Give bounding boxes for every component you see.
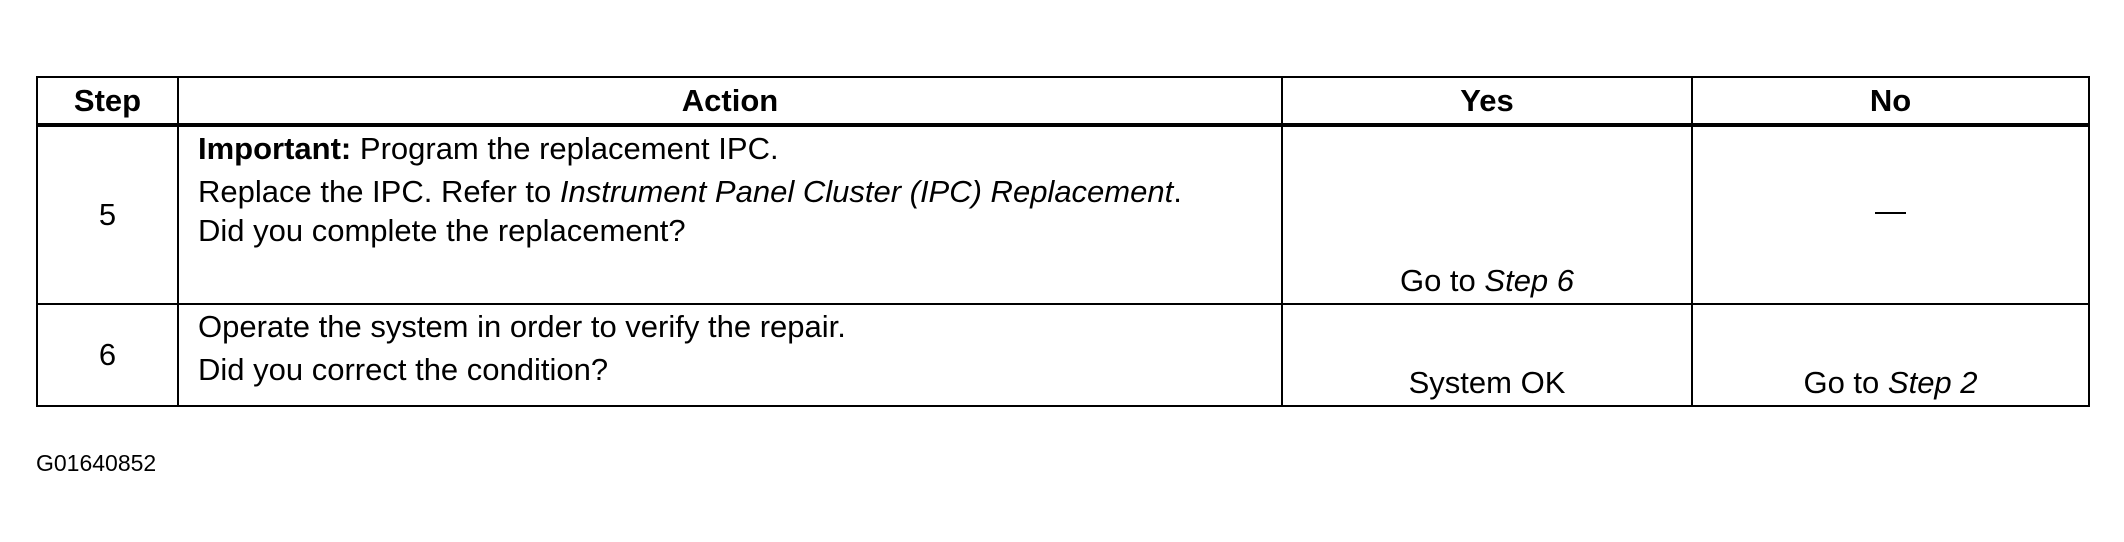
- question-text: Did you complete the replacement?: [198, 213, 686, 248]
- no-cell: —: [1691, 124, 2090, 305]
- no-prefix: Go to: [1803, 365, 1880, 400]
- figure-id: G01640852: [36, 450, 157, 476]
- header-action: Action: [177, 76, 1283, 127]
- important-label: Important:: [198, 131, 352, 166]
- question-text: Did you correct the condition?: [198, 352, 609, 387]
- instruction-prefix: Replace the IPC. Refer to: [198, 174, 552, 209]
- table-row-step-5: 5 Important: Program the replacement IPC…: [36, 124, 2090, 305]
- yes-cell: Go to Step 6: [1281, 124, 1693, 305]
- table-header-row: Step Action Yes No: [36, 76, 2090, 127]
- yes-step-link[interactable]: Step 6: [1484, 263, 1575, 298]
- instruction-suffix: .: [1173, 174, 1182, 209]
- header-no: No: [1691, 76, 2090, 127]
- important-text: Program the replacement IPC.: [359, 131, 779, 166]
- yes-prefix: Go to: [1399, 263, 1476, 298]
- table-row-step-6: 6 Operate the system in order to verify …: [36, 303, 2090, 407]
- no-cell: Go to Step 2: [1691, 303, 2090, 407]
- instruction-text: Replace the IPC. Refer to Instrument Pan…: [198, 176, 1271, 207]
- header-step: Step: [36, 76, 179, 127]
- diagnostic-table: Step Action Yes No 5 Important: Program …: [36, 76, 2090, 407]
- step-number: 6: [36, 303, 179, 407]
- instruction-reference-link[interactable]: Instrument Panel Cluster (IPC) Replaceme…: [559, 174, 1174, 209]
- important-note: Important: Program the replacement IPC.: [198, 131, 1271, 167]
- action-cell: Important: Program the replacement IPC. …: [177, 124, 1283, 305]
- no-step-link[interactable]: Step 2: [1887, 365, 1978, 400]
- action-cell: Operate the system in order to verify th…: [177, 303, 1283, 407]
- yes-cell: System OK: [1281, 303, 1693, 407]
- instruction-text: Operate the system in order to verify th…: [198, 309, 846, 344]
- header-yes: Yes: [1281, 76, 1693, 127]
- step-number: 5: [36, 124, 179, 305]
